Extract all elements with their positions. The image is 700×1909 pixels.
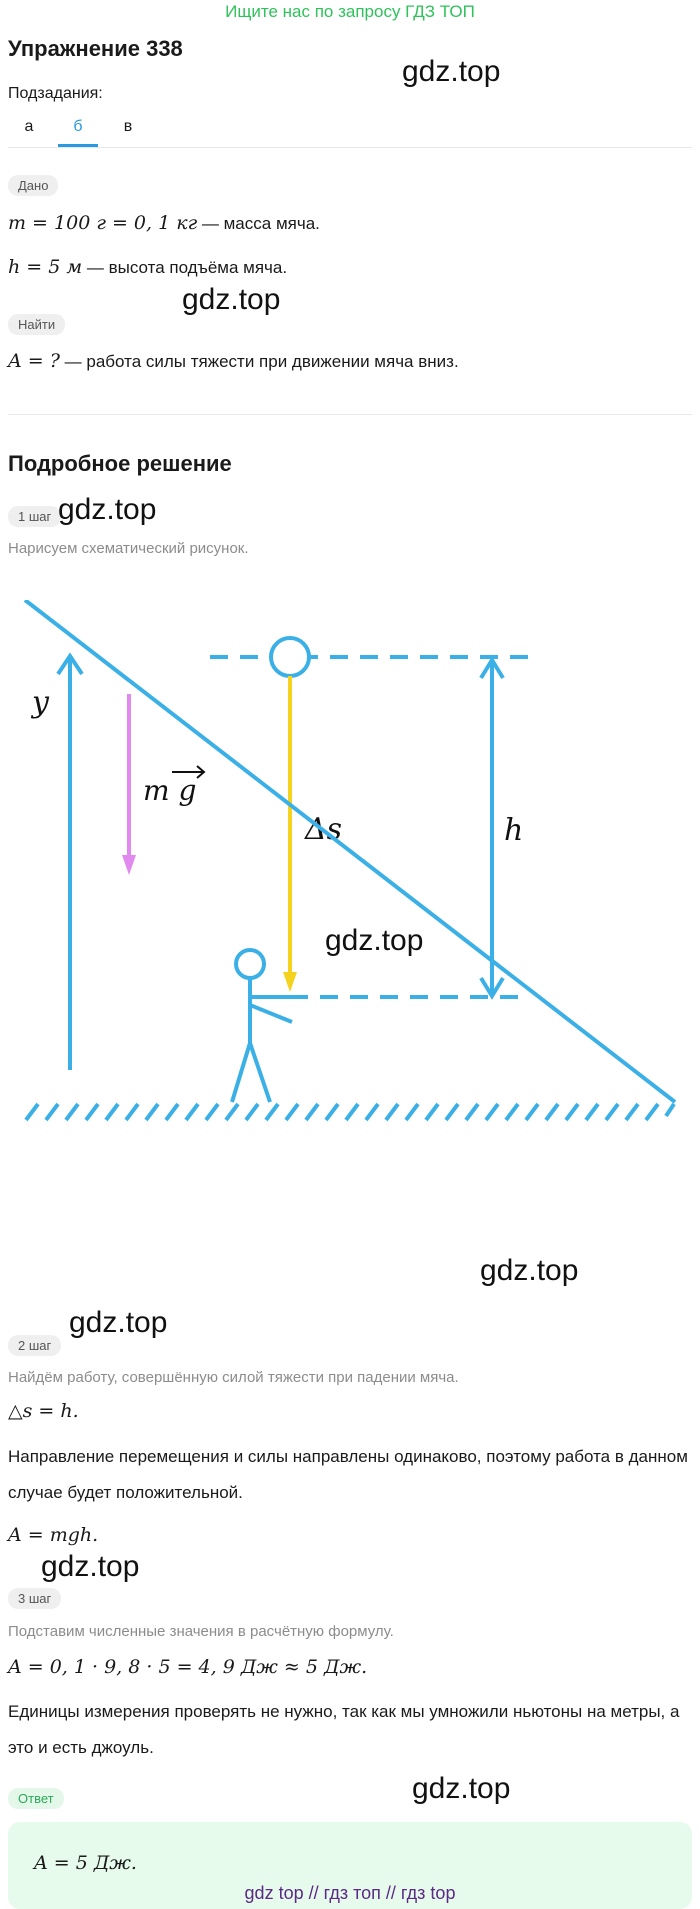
answer-box: A = 5 Дж. bbox=[8, 1822, 692, 1909]
h-label: h bbox=[504, 813, 523, 848]
tab-a[interactable]: а bbox=[24, 118, 34, 135]
answer-badge: Ответ bbox=[8, 1788, 64, 1809]
step-3-eq: A = 0, 1 · 9, 8 · 5 = 4, 9 Дж ≈ 5 Дж. bbox=[8, 1656, 368, 1678]
ground-hatching bbox=[24, 1102, 676, 1122]
step-3-desc: Подставим численные значения в расчётную… bbox=[8, 1623, 394, 1640]
step-2-desc: Найдём работу, совершённую силой тяжести… bbox=[8, 1369, 459, 1386]
tab-v[interactable]: в bbox=[123, 118, 133, 135]
y-label: y bbox=[30, 685, 50, 720]
answer-value: A = 5 Дж. bbox=[34, 1852, 137, 1874]
step-3-badge: 3 шаг bbox=[8, 1588, 62, 1609]
promo-banner[interactable]: Ищите нас по запросу ГДЗ ТОП bbox=[225, 2, 475, 21]
person-leg-left bbox=[230, 1042, 252, 1103]
given-line-1: m = 100 г = 0, 1 кг — масса мяча. bbox=[8, 212, 320, 234]
given-line-2: h = 5 м — высота подъёма мяча. bbox=[8, 256, 287, 278]
given-line-1-math: m = 100 г = 0, 1 кг bbox=[8, 212, 198, 234]
step-2-badge: 2 шаг bbox=[8, 1335, 62, 1356]
solution-heading: Подробное решение bbox=[8, 451, 232, 476]
divider bbox=[8, 414, 692, 415]
tab-b[interactable]: б bbox=[58, 118, 98, 147]
step-3-text: Единицы измерения проверять не нужно, та… bbox=[8, 1702, 680, 1757]
step-1-desc: Нарисуем схематический рисунок. bbox=[8, 540, 249, 557]
find-line-math: A = ? bbox=[8, 350, 60, 372]
height-arrowhead-bottom bbox=[479, 976, 505, 1000]
gravity-arrowhead bbox=[122, 855, 136, 875]
displacement-arrowhead bbox=[283, 972, 297, 992]
given-line-2-math: h = 5 м bbox=[8, 256, 83, 278]
find-badge: Найти bbox=[8, 314, 66, 335]
step-1-badge: 1 шаг bbox=[8, 506, 62, 527]
watermark: gdz.top bbox=[480, 1254, 579, 1287]
y-axis-arrowhead bbox=[56, 652, 84, 676]
find-line: A = ? — работа силы тяжести при движении… bbox=[8, 350, 459, 372]
person-arm-lower bbox=[249, 1003, 293, 1024]
schematic-figure: y m g Δs h bbox=[23, 600, 677, 1122]
watermark: gdz.top bbox=[402, 55, 501, 88]
step-2-eq-1: △s = h. bbox=[8, 1400, 79, 1422]
watermark: gdz.top bbox=[58, 493, 157, 526]
person-leg-right bbox=[248, 1042, 272, 1103]
watermark: gdz.top bbox=[69, 1306, 168, 1339]
step-2-text: Направление перемещения и силы направлен… bbox=[8, 1447, 688, 1502]
watermark: gdz.top bbox=[41, 1550, 140, 1583]
ball bbox=[269, 636, 311, 678]
height-arrowhead-top bbox=[479, 656, 505, 680]
given-line-2-text: — высота подъёма мяча. bbox=[82, 258, 288, 277]
mg-label: m g bbox=[143, 774, 196, 807]
step-2-eq-2: A = mgh. bbox=[8, 1524, 99, 1546]
find-line-text: — работа силы тяжести при движении мяча … bbox=[59, 352, 459, 371]
subtasks-label: Подзадания: bbox=[8, 85, 103, 102]
footer-links[interactable]: gdz top // гдз топ // гдз top bbox=[244, 1883, 456, 1903]
page-title: Упражнение 338 bbox=[8, 36, 183, 61]
given-line-1-text: — масса мяча. bbox=[197, 214, 320, 233]
ground-line bbox=[23, 600, 677, 1104]
given-badge: Дано bbox=[8, 175, 59, 196]
watermark: gdz.top bbox=[412, 1772, 511, 1805]
vector-bar-head bbox=[196, 765, 206, 779]
watermark: gdz.top bbox=[182, 283, 281, 316]
watermark: gdz.top bbox=[325, 924, 424, 957]
person-head bbox=[234, 948, 266, 980]
divider bbox=[8, 147, 692, 148]
